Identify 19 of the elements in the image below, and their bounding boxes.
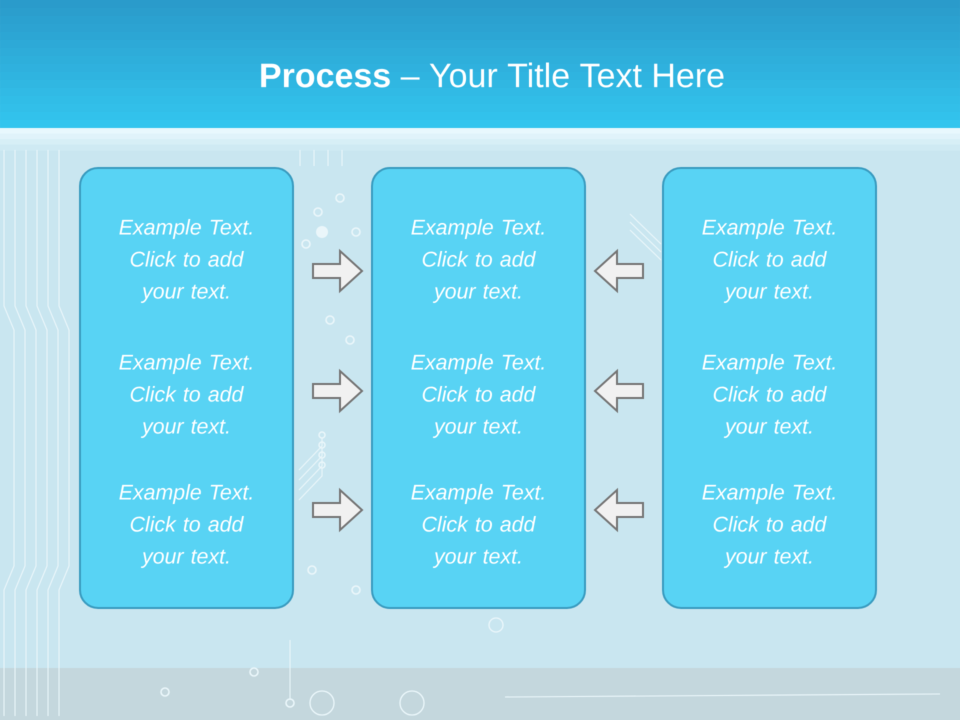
block-arrow (594, 248, 644, 294)
process-box (79, 167, 294, 609)
box-text: Example Text. Click to add your text. (702, 354, 835, 438)
block-arrow (594, 368, 644, 414)
block-arrow (312, 368, 364, 414)
box-text: Example Text. Click to add your text. (411, 354, 544, 438)
box-text: Example Text. Click to add your text. (702, 484, 835, 568)
block-arrow (594, 488, 644, 532)
box-text: Example Text. Click to add your text. (411, 484, 544, 568)
box-text: Example Text. Click to add your text. (702, 219, 835, 303)
process-box (662, 167, 877, 609)
block-arrow (312, 488, 364, 532)
block-arrow (312, 248, 364, 294)
box-text: Example Text. Click to add your text. (119, 354, 252, 438)
title: Process – Your Title Text Here (261, 62, 724, 88)
process-box (371, 167, 586, 609)
box-text: Example Text. Click to add your text. (411, 219, 544, 303)
box-text: Example Text. Click to add your text. (119, 219, 252, 303)
box-text: Example Text. Click to add your text. (119, 484, 252, 568)
